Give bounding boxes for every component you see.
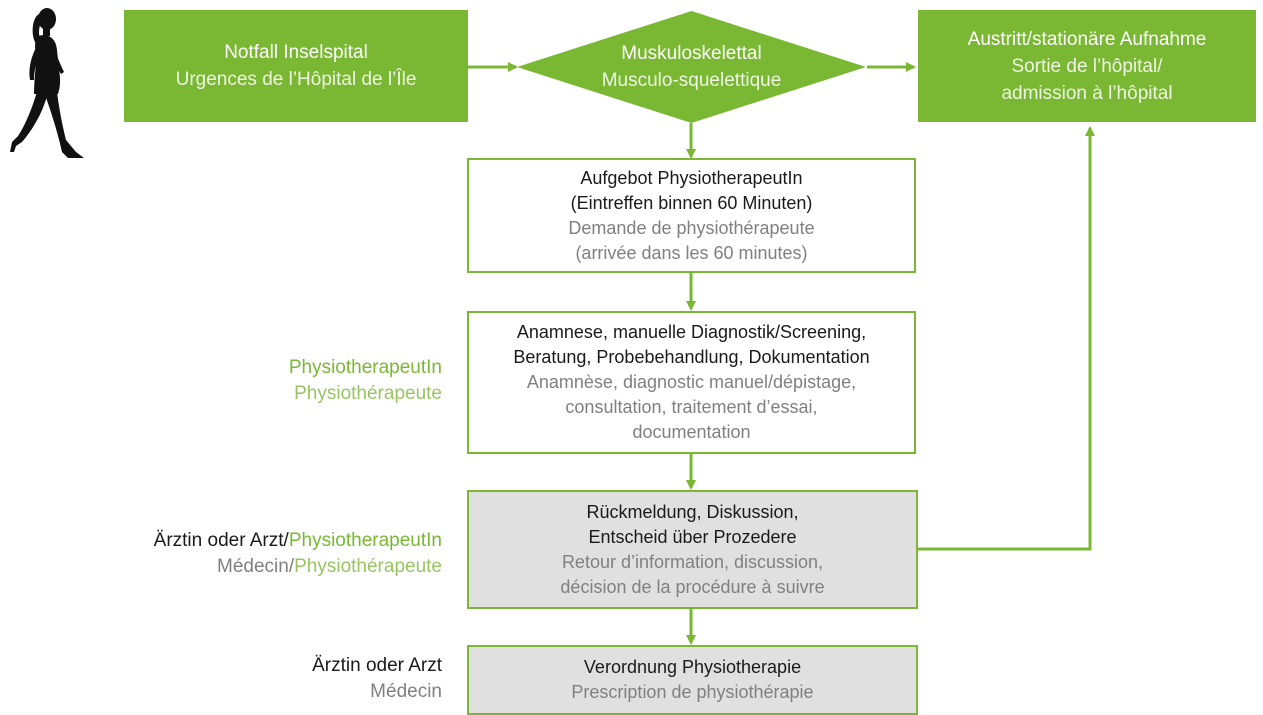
node-callout-label-de-2: (Eintreffen binnen 60 Minuten) (570, 192, 813, 213)
role-label-doctor-physio: Ärztin oder Arzt/PhysiotherapeutIn Médec… (60, 528, 442, 580)
node-feedback: Rückmeldung, Diskussion, Entscheid über … (467, 490, 918, 609)
role-doctor-physio-fr-line: Médecin/Physiothérapeute (60, 554, 442, 580)
node-feedback-label-fr-1: Retour d’information, discussion, (561, 551, 824, 572)
node-prescription: Verordnung Physiotherapie Prescription d… (467, 645, 918, 715)
role-physio-fr: Physiothérapeute (294, 383, 442, 404)
node-callout-label-fr-1: Demande de physiothérapeute (568, 217, 815, 238)
role-doctor-physio-fr-a: Médecin/ (217, 556, 295, 577)
role-doctor-physio-fr-b: Physiothérapeute (294, 556, 442, 577)
node-emergency-label-de: Notfall Inselspital (224, 42, 368, 63)
role-doctor-fr: Médecin (370, 681, 442, 702)
walking-woman-silhouette-icon (10, 8, 84, 158)
node-discharge-label-de: Austritt/stationäre Aufnahme (967, 28, 1207, 50)
node-prescription-label-fr: Prescription de physiothérapie (571, 682, 814, 702)
role-doctor-de: Ärztin oder Arzt (312, 655, 442, 676)
role-physio-de: PhysiotherapeutIn (288, 357, 442, 378)
node-assessment-label-de-1: Anamnese, manuelle Diagnostik/Screening, (516, 322, 867, 342)
node-assessment-label-fr-3: documentation (632, 422, 751, 442)
node-assessment: Anamnese, manuelle Diagnostik/Screening,… (467, 311, 916, 454)
node-decision-label-de: Muskuloskelettal (621, 43, 762, 64)
node-decision: Muskuloskelettal Musculo-squelettique (516, 10, 867, 124)
role-doctor-physio-de-b: PhysiotherapeutIn (288, 530, 442, 551)
node-decision-label-fr: Musculo-squelettique (601, 70, 782, 91)
node-feedback-label-fr-2: décision de la procédure à suivre (560, 576, 825, 597)
node-discharge-label-fr-1: Sortie de l’hôpital/ (1011, 55, 1163, 77)
role-label-physio: PhysiotherapeutIn Physiothérapeute (200, 355, 442, 407)
role-doctor-physio-de-a: Ärztin oder Arzt/ (153, 530, 289, 551)
node-feedback-label-de-2: Entscheid über Prozedere (588, 526, 797, 547)
node-decision-diamond (517, 11, 866, 123)
node-assessment-label-fr-1: Anamnèse, diagnostic manuel/dépistage, (526, 372, 857, 392)
node-assessment-label-fr-2: consultation, traitement d’essai, (565, 397, 818, 417)
node-callout-label-fr-2: (arrivée dans les 60 minutes) (575, 242, 808, 263)
role-doctor-physio-de-line: Ärztin oder Arzt/PhysiotherapeutIn (60, 528, 442, 554)
arrow-feedback-to-discharge (918, 126, 1095, 551)
node-callout-physio: Aufgebot PhysiotherapeutIn (Eintreffen b… (467, 158, 916, 273)
node-emergency-label-fr: Urgences de l’Hôpital de l’Île (175, 69, 417, 90)
node-discharge-label-fr-2: admission à l’hôpital (1001, 82, 1173, 104)
node-discharge: Austritt/stationäre Aufnahme Sortie de l… (918, 10, 1256, 122)
role-label-doctor: Ärztin oder Arzt Médecin (200, 653, 442, 705)
node-prescription-label-de: Verordnung Physiotherapie (583, 657, 802, 677)
node-callout-label-de-1: Aufgebot PhysiotherapeutIn (580, 167, 803, 188)
node-assessment-label-de-2: Beratung, Probebehandlung, Dokumentation (513, 347, 870, 367)
node-feedback-label-de-1: Rückmeldung, Diskussion, (586, 501, 799, 522)
node-emergency: Notfall Inselspital Urgences de l’Hôpita… (124, 10, 468, 122)
